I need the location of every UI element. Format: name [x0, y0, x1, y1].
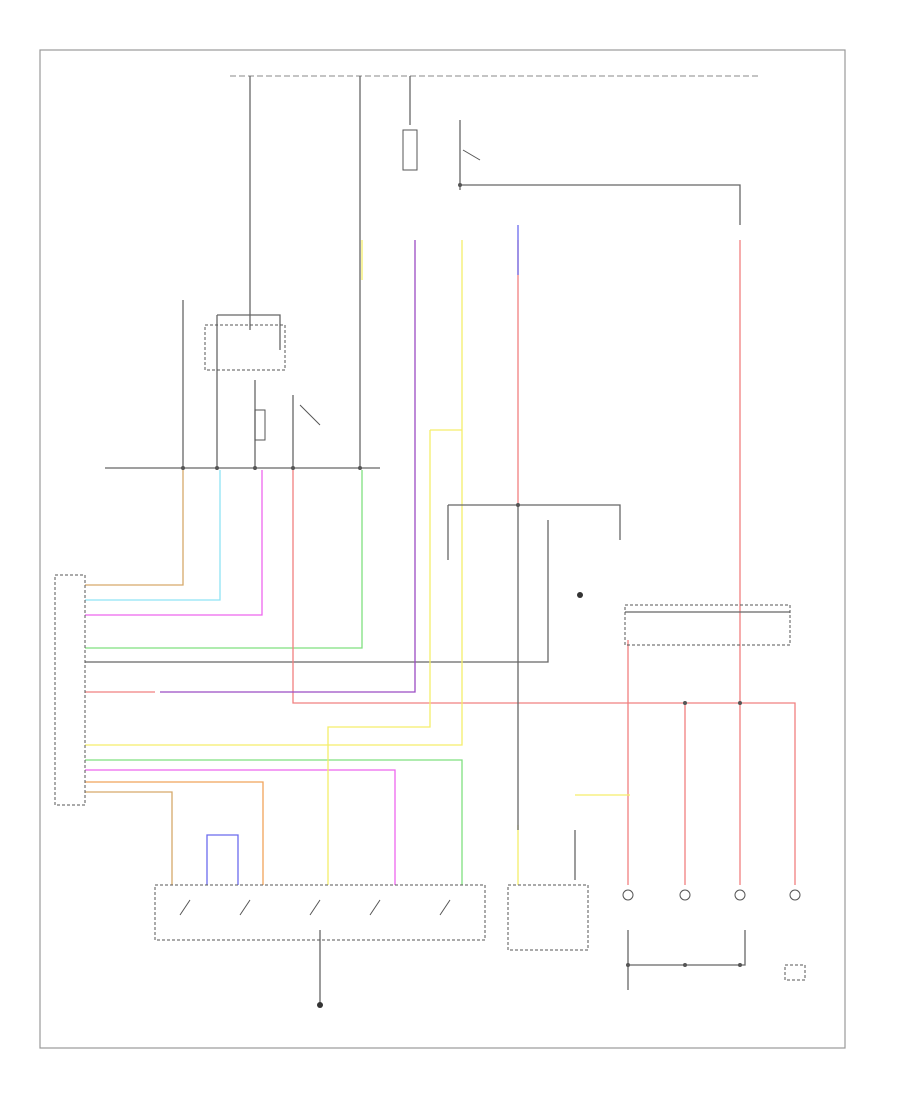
wire-violet [85, 470, 263, 616]
wire-yellow-b [327, 430, 431, 885]
switch-icon [309, 899, 321, 916]
ground-icon [317, 592, 583, 1008]
switch-icon [299, 404, 321, 426]
wire-gray-loads [627, 930, 746, 990]
switch-icon [179, 899, 191, 916]
right-module-box [624, 604, 791, 646]
wire-light-blue [85, 470, 221, 601]
wire-yellow-long [85, 240, 463, 746]
ground-box [784, 964, 806, 981]
right-module [624, 604, 791, 646]
relay-coil [254, 409, 266, 441]
switch-module-bottom [154, 884, 486, 941]
fuse-block-top [204, 129, 481, 441]
power-feeds [105, 76, 741, 470]
switch-icon [462, 149, 481, 161]
switch-icon [369, 899, 381, 916]
switch-icon [439, 899, 451, 916]
fuse-icon [402, 129, 418, 171]
wire-green [85, 470, 363, 649]
wire-tan [85, 470, 184, 586]
left-module [54, 574, 86, 806]
motor-module [507, 884, 589, 951]
relay-icon [204, 324, 286, 371]
wire-red [292, 470, 796, 885]
switch-icon [239, 899, 251, 916]
lamp-icon [734, 889, 746, 901]
wire-purple [160, 240, 416, 693]
wire-gray-right [448, 504, 621, 540]
wire-gray [85, 520, 549, 663]
diagram-frame [39, 49, 846, 1049]
lamp-icon [622, 889, 634, 901]
lamp-icon [679, 889, 691, 901]
wire-tan-lower [85, 791, 173, 885]
wire-orange [85, 781, 264, 885]
motor-icon [507, 884, 589, 951]
lamp-group [622, 889, 806, 981]
left-connector [54, 574, 86, 806]
wire-red-loads [627, 640, 686, 885]
wire-green-lower [85, 759, 463, 885]
junctions [181, 183, 742, 967]
lamp-icon [789, 889, 801, 901]
wire-blue [206, 834, 239, 885]
switch-module [154, 884, 486, 941]
wire-violet-lower [85, 769, 396, 885]
